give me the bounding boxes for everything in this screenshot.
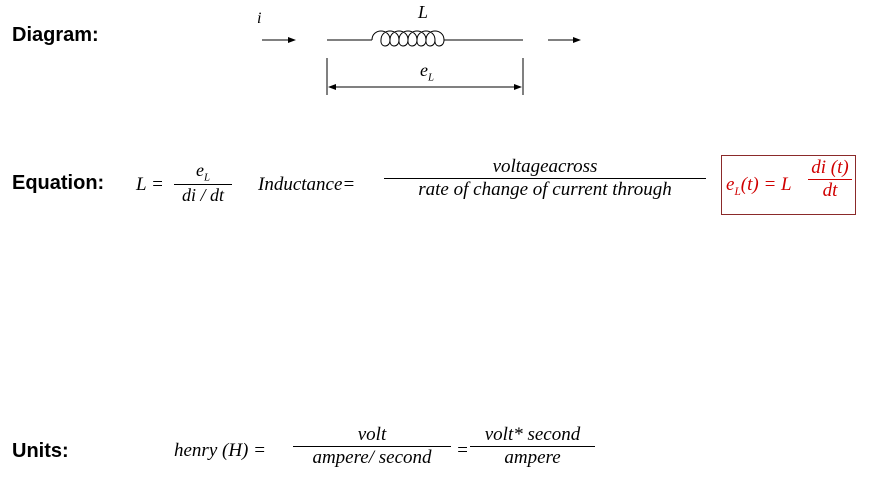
inductor-label: L [418, 2, 429, 22]
fraction-2-denominator: rate of change of current through [418, 179, 672, 200]
inductance-label: Inductance= [258, 174, 356, 195]
equation-heading: Equation: [12, 172, 105, 194]
boxed-equation-lhs: eL(t) = L [726, 174, 792, 198]
units-equals: = [456, 440, 469, 461]
units-fraction-2-denominator: ampere [504, 447, 561, 468]
output-arrow [548, 37, 581, 43]
units-heading: Units: [12, 440, 69, 462]
inductor-coil [371, 30, 445, 47]
units-fraction-1-denominator: ampere/ second [312, 447, 432, 468]
current-arrow [262, 37, 296, 43]
diagram-heading: Diagram: [12, 24, 99, 46]
boxed-equation [721, 155, 856, 215]
units-fraction-2: volt* second ampere [470, 424, 595, 469]
boxed-equation-fraction: di (t) dt [808, 157, 852, 202]
voltage-label: eL [420, 60, 435, 84]
units-fraction-1: volt ampere/ second [293, 424, 451, 469]
boxed-numerator: di (t) [811, 157, 849, 178]
units-fraction-1-numerator: volt [357, 424, 387, 445]
boxed-denominator: dt [822, 180, 838, 201]
fraction-1-denominator: di / dt [181, 184, 224, 205]
fraction-1-numerator: eL [195, 160, 210, 184]
equation-lhs: L = [136, 174, 164, 195]
units-lhs: henry (H) = [174, 440, 266, 461]
fraction-2-numerator: voltageacross [492, 156, 598, 177]
units-fraction-2-numerator: volt* second [484, 424, 581, 445]
equation-fraction-2: voltageacross rate of change of current … [384, 156, 706, 201]
current-label: i [257, 10, 262, 27]
voltage-dimension-arrow [328, 84, 522, 90]
equation-fraction-1: eL di / dt [174, 160, 232, 206]
